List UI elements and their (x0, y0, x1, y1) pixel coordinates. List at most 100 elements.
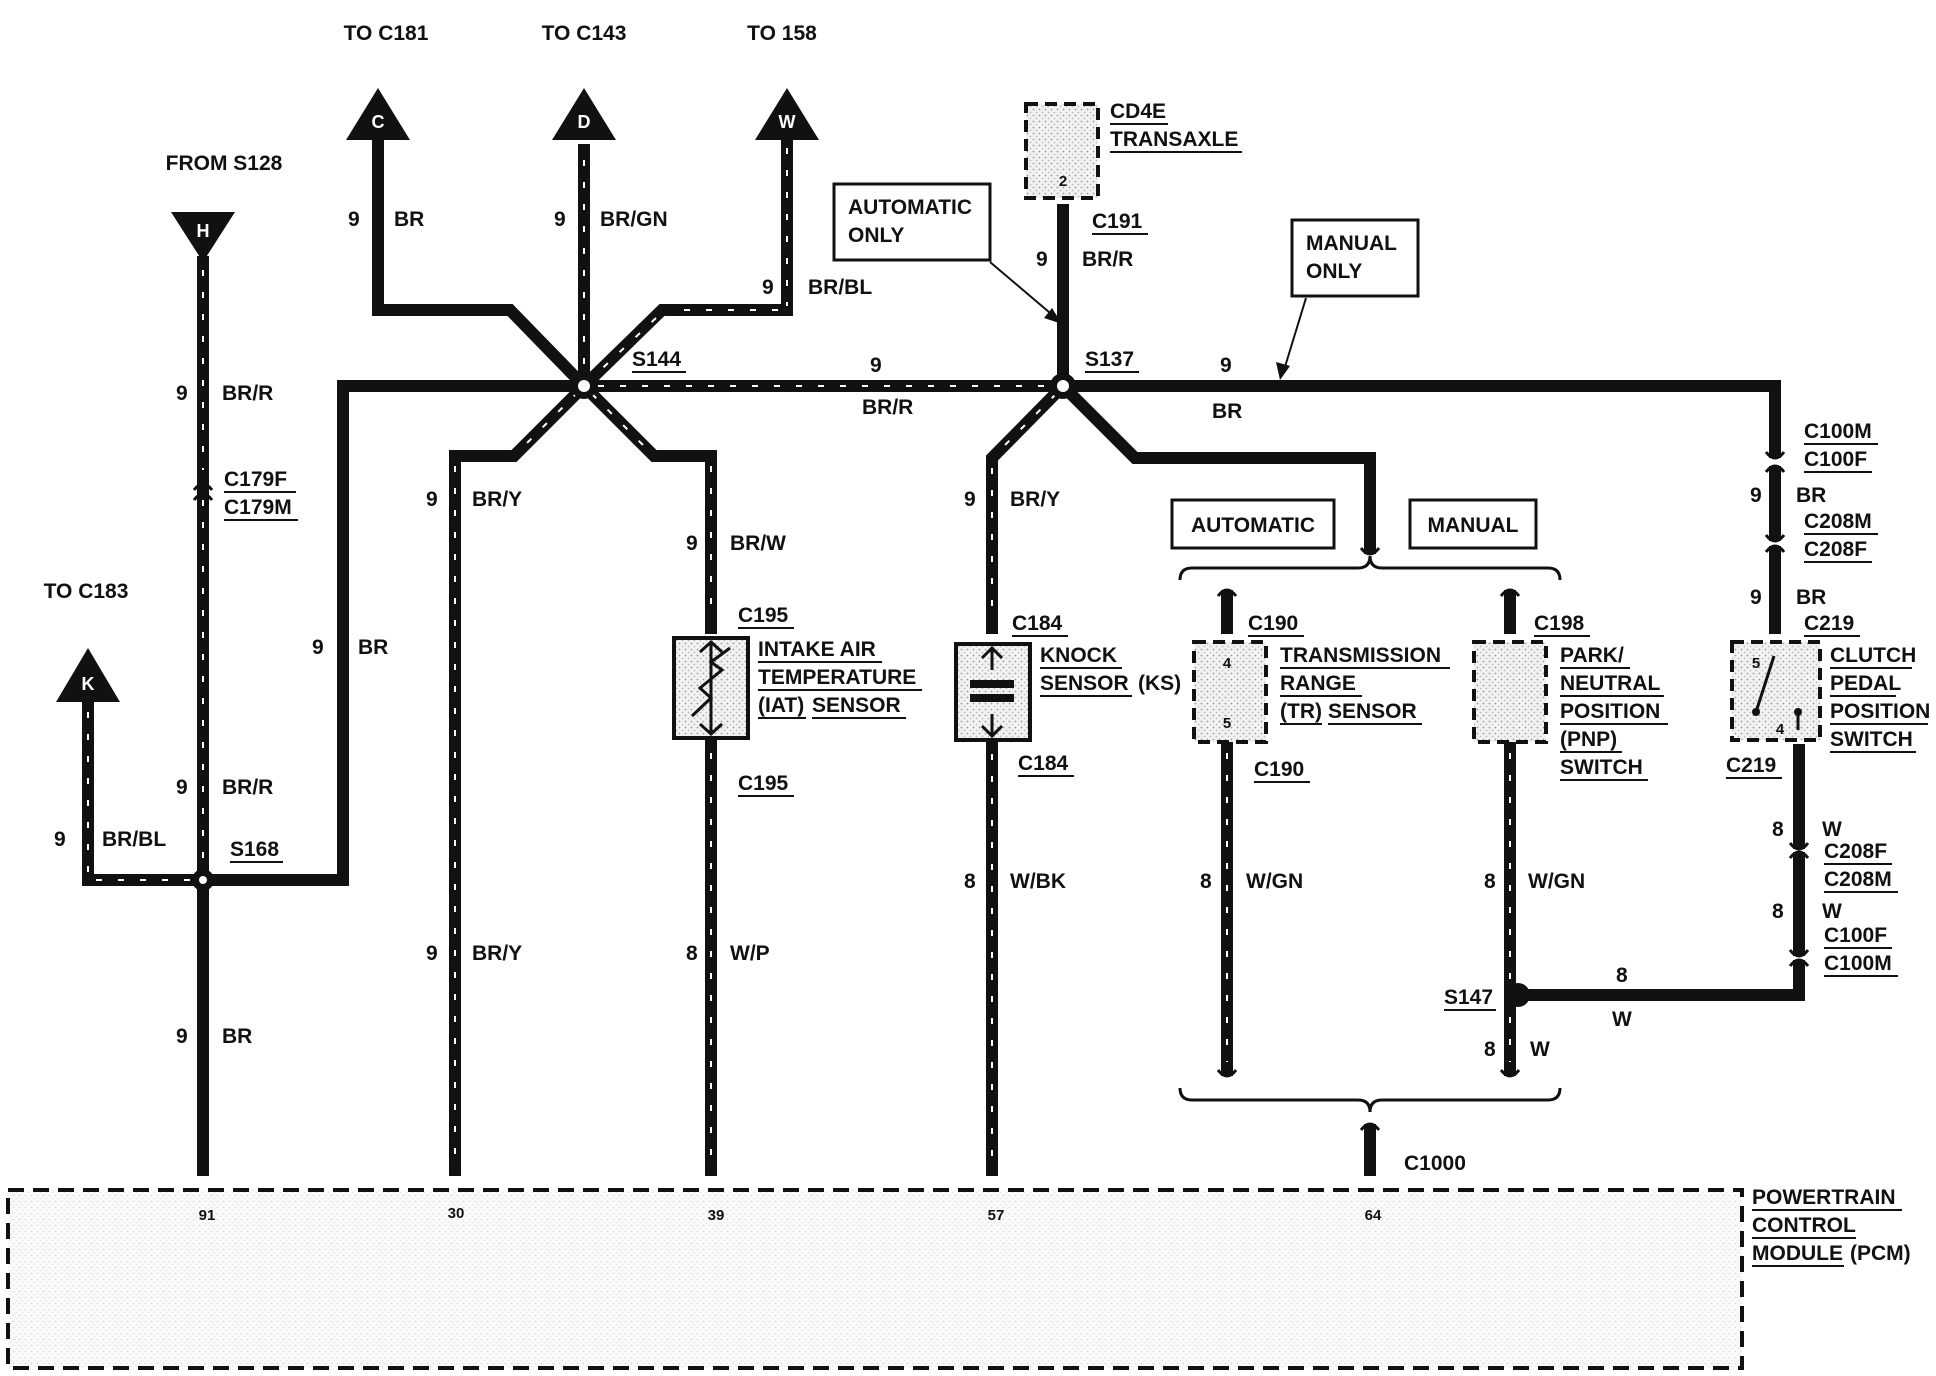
flag-h-arrow (171, 212, 235, 262)
conn-c208f-1: C208F (1804, 538, 1867, 561)
transaxle-line2: TRANSAXLE (1110, 128, 1238, 151)
wire-brw-stripe (591, 393, 712, 620)
wp-color: W/P (730, 942, 770, 965)
pcm-terminal-91 (199, 1168, 207, 1176)
conn-c179f: C179F (224, 468, 287, 491)
bry-top-gauge: 9 (426, 488, 438, 511)
flag-h: H FROM S128 (166, 152, 283, 262)
conn-c219-top: C219 (1804, 612, 1854, 635)
wire-s137-to-clutch (1057, 380, 1781, 458)
conn-c184-bot: C184 (1018, 752, 1069, 775)
conn-c208m-1: C208M (1804, 510, 1872, 533)
conn-c100m-2: C100M (1824, 952, 1892, 975)
splices: S144 S137 S168 S147 (192, 348, 1530, 1011)
bottom-brace (1178, 1087, 1562, 1113)
cpp-pin-bottom: 4 (1776, 721, 1785, 738)
flag-k-letter: K (82, 674, 95, 694)
clutch2-color: BR (1796, 586, 1826, 609)
pcm91-gauge: 9 (176, 1025, 188, 1048)
tr-line3b: SENSOR (1328, 700, 1417, 723)
pcm-pin-91: 91 (199, 1207, 216, 1224)
s137-right-gauge: 9 (1220, 354, 1232, 377)
splice-s168-label: S168 (230, 838, 279, 861)
c179-mark (192, 482, 214, 501)
pcm: 91 30 39 57 64 POWERTRAIN CONTROL MODULE… (6, 1168, 1911, 1370)
ks-plate-bottom-icon (970, 694, 1014, 702)
pcm-line2: CONTROL (1752, 1214, 1856, 1237)
c190-mark-top (1216, 588, 1238, 597)
bry-bot-color: BR/Y (472, 942, 522, 965)
splice-s144-label: S144 (632, 348, 681, 371)
s147-down-color: W (1530, 1038, 1550, 1061)
pnp-switch: PARK/ NEUTRAL POSITION (PNP) SWITCH (1472, 640, 1668, 781)
ks-line1: KNOCK (1040, 644, 1117, 667)
splice-s147-dot (1506, 983, 1530, 1007)
wire-s168-to-s144 (197, 380, 590, 886)
tr-line2: RANGE (1280, 672, 1356, 695)
conn-c195-top: C195 (738, 604, 789, 627)
ks-plate-top-icon (970, 680, 1014, 688)
tr-bottom-mark (1216, 1069, 1238, 1078)
pcm-terminal-64 (1366, 1168, 1374, 1176)
wbk-color: W/BK (1010, 870, 1066, 893)
cpp-line2: PEDAL (1830, 672, 1901, 695)
note-manual-only: MANUAL ONLY (1276, 218, 1420, 380)
note-manual-only-line1: MANUAL (1306, 232, 1397, 255)
c-up-gauge: 9 (348, 208, 360, 231)
brw-color: BR/W (730, 532, 786, 555)
s168-up-gauge: 9 (312, 636, 324, 659)
flag-c-letter: C (372, 112, 385, 132)
transaxle: 2 CD4E TRANSAXLE (1024, 100, 1242, 200)
c-up-color: BR (394, 208, 424, 231)
note-automatic-only-line1: AUTOMATIC (848, 196, 972, 219)
note-manual-only-box (1290, 218, 1420, 298)
pcm-line3b: (PCM) (1850, 1242, 1911, 1265)
pnp-box (1472, 640, 1548, 744)
transaxle-box (1024, 102, 1100, 200)
splice-s147-label: S147 (1444, 986, 1493, 1009)
clutch-w2-color: W (1822, 900, 1842, 923)
wire-bry-stripe (454, 391, 579, 1165)
pcm-terminal-30 (451, 1168, 459, 1176)
tr-pin-bottom: 5 (1223, 715, 1231, 732)
splice-s168-center (199, 876, 207, 884)
wires (82, 132, 1805, 1176)
switch-terminal-icon (1794, 708, 1802, 716)
c1000-mark (1359, 1122, 1381, 1131)
s147-right-gauge: 8 (1616, 964, 1628, 987)
conn-c195-bot: C195 (738, 772, 789, 795)
s137-right-color: BR (1212, 400, 1242, 423)
switch-pivot-icon (1752, 708, 1760, 716)
pnp-line2: NEUTRAL (1560, 672, 1660, 695)
w-up-color: BR/BL (808, 276, 872, 299)
d-up-color: BR/GN (600, 208, 668, 231)
cpp-line1: CLUTCH (1830, 644, 1916, 667)
flags: C TO C181 D TO C143 W TO 158 H FROM S128… (44, 22, 819, 702)
conn-c179m: C179M (224, 496, 292, 519)
conn-c208m-2: C208M (1824, 868, 1892, 891)
c100-mark-1 (1764, 451, 1786, 473)
pcm-line1: POWERTRAIN (1752, 1186, 1896, 1209)
tr-line3a: (TR) (1280, 700, 1322, 723)
conn-c100f-1: C100F (1804, 448, 1867, 471)
iat-line3a: (IAT) (758, 694, 804, 717)
conn-c190-top: C190 (1248, 612, 1298, 635)
h-low-gauge: 9 (176, 776, 188, 799)
pcm-terminals (199, 1168, 1374, 1176)
conn-c1000: C1000 (1404, 1152, 1466, 1175)
k-color: BR/BL (102, 828, 166, 851)
notes: AUTOMATIC ONLY MANUAL ONLY AUTOMATIC MAN… (832, 182, 1538, 550)
pnp-bottom-mark (1499, 1069, 1521, 1078)
h-up-gauge: 9 (176, 382, 188, 405)
components: 2 CD4E TRANSAXLE INTAKE AIR TEMPERATURE … (672, 100, 1930, 781)
flag-w-arrow (755, 88, 819, 140)
s168-up-color: BR (358, 636, 388, 659)
flag-h-letter: H (197, 221, 210, 241)
pcm-line3a: MODULE (1752, 1242, 1843, 1265)
iat-line1: INTAKE AIR (758, 638, 876, 661)
top-brace (1178, 555, 1562, 581)
pnp-line4: (PNP) (1560, 728, 1617, 751)
k-gauge: 9 (54, 828, 66, 851)
note-automatic-box (1170, 498, 1336, 550)
clutch2-gauge: 9 (1750, 586, 1762, 609)
